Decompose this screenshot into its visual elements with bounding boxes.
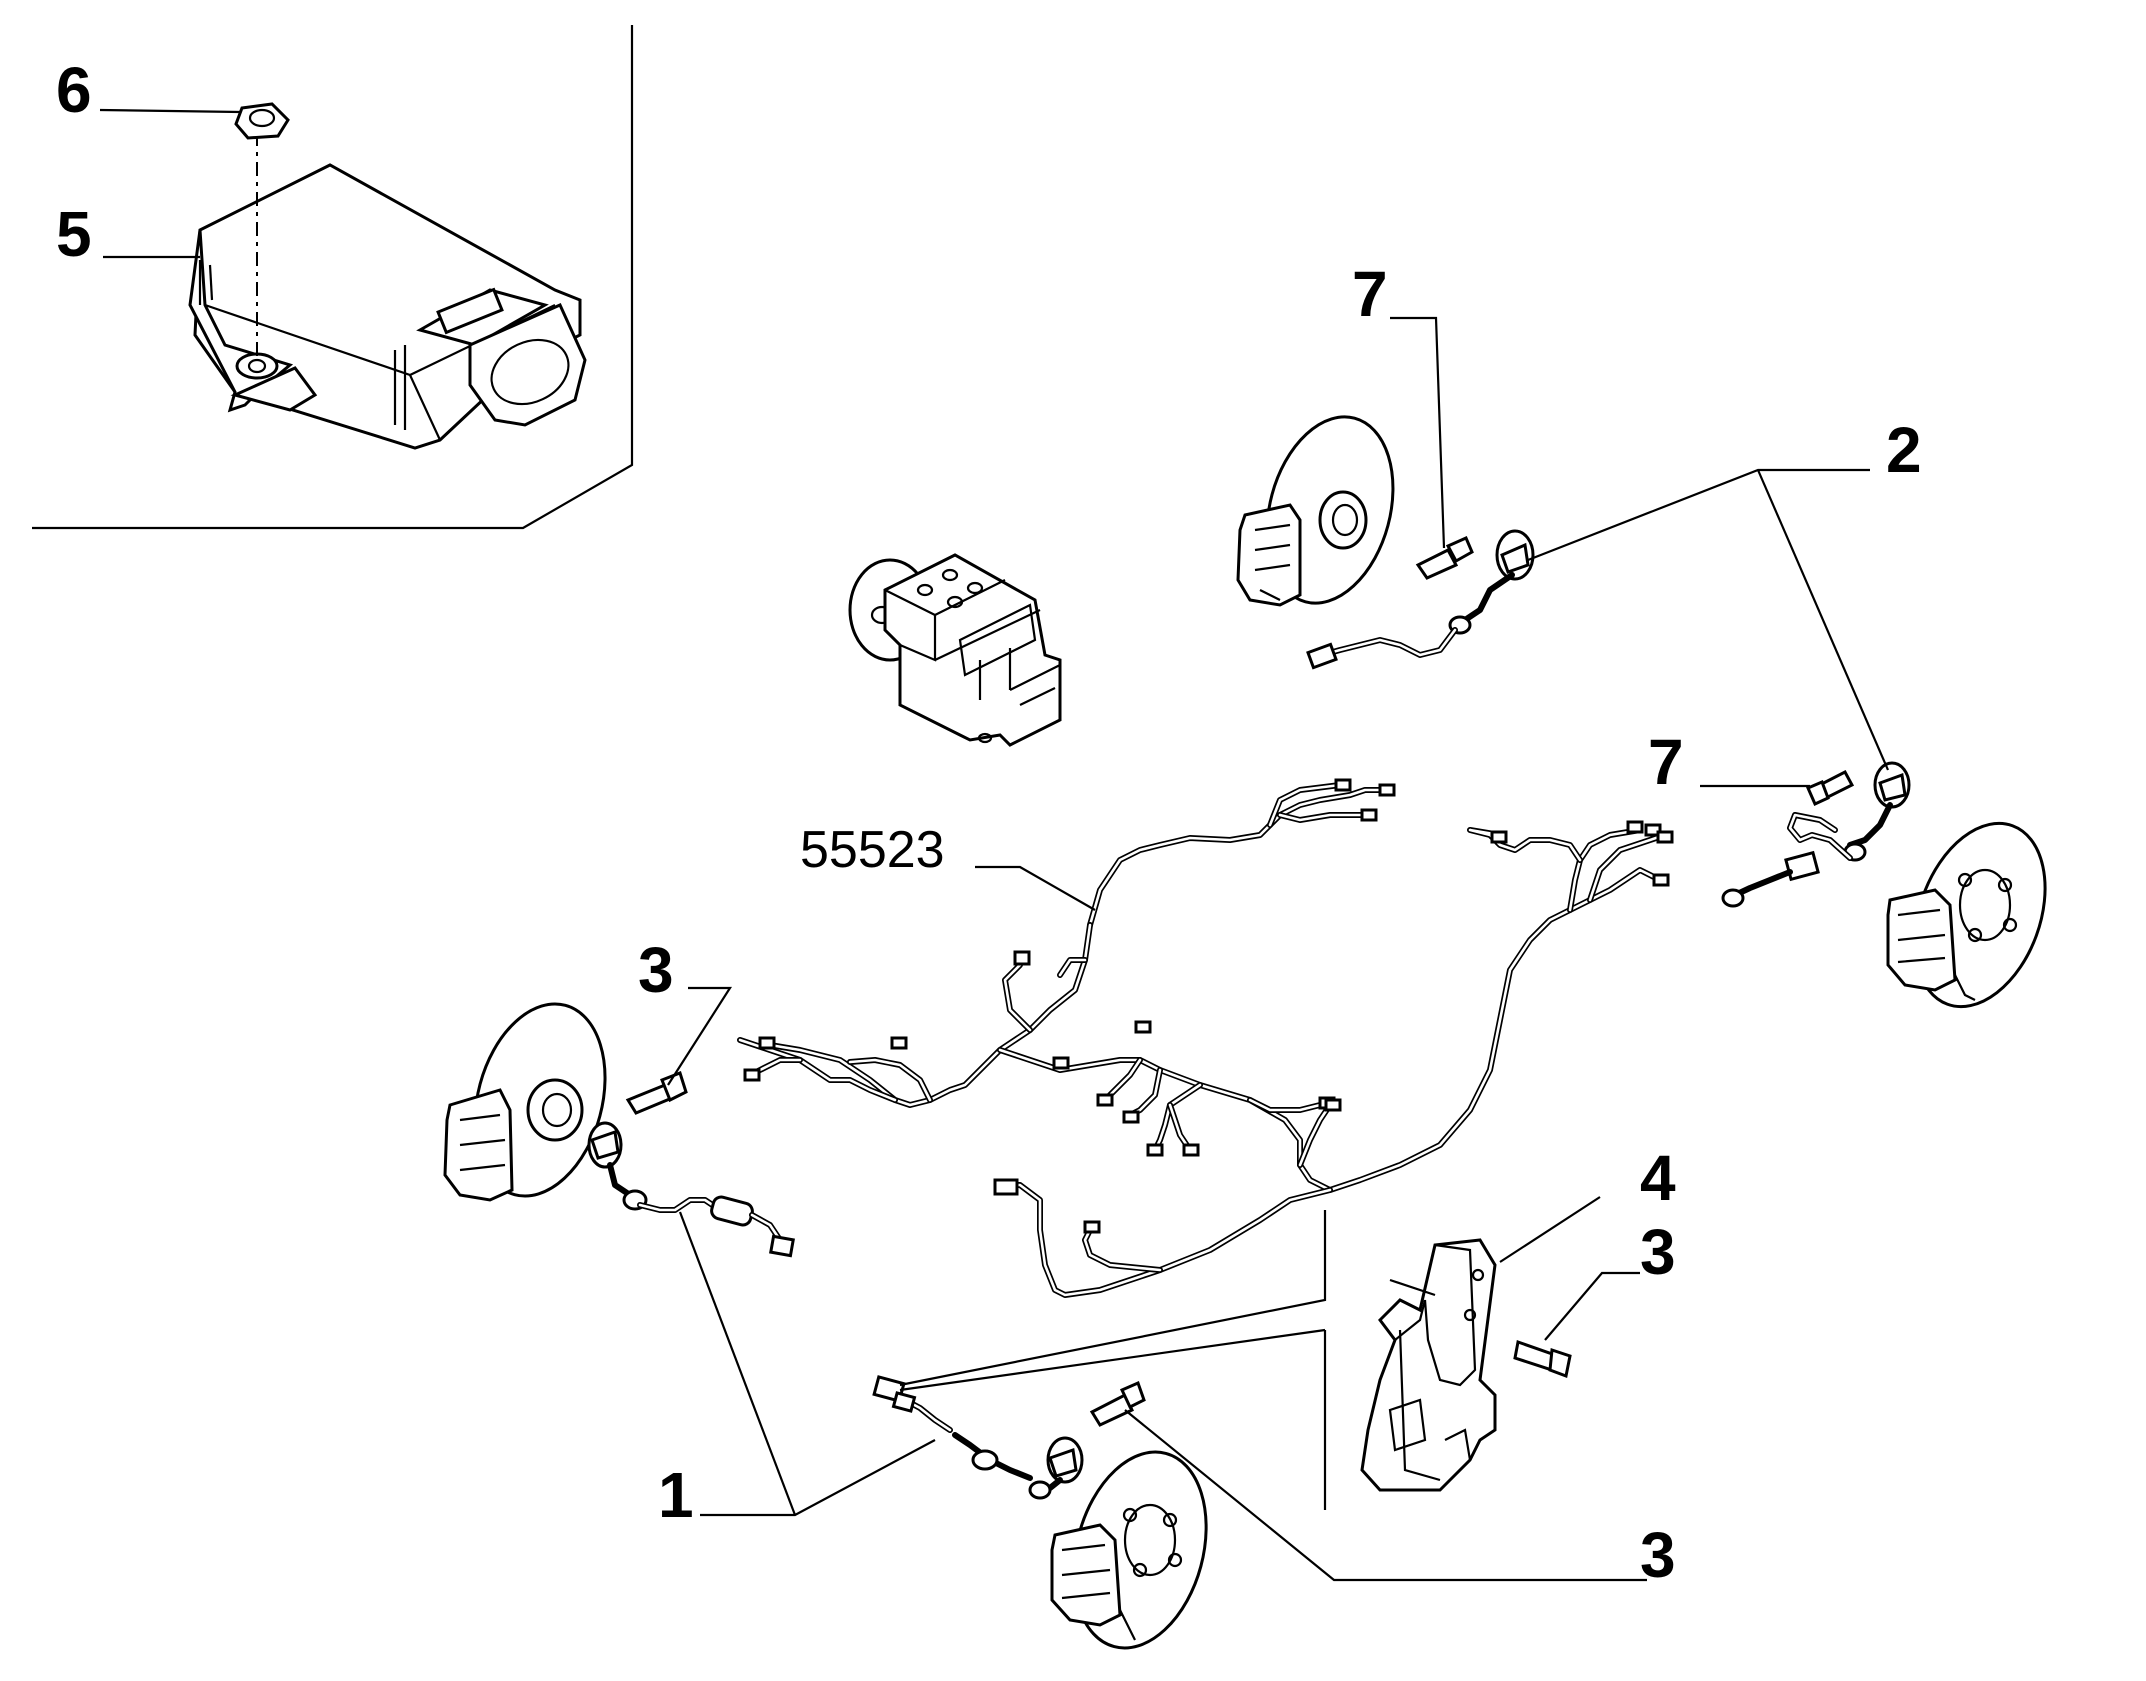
callout-1: 1 [658,1459,694,1531]
harness-connectors [743,778,1674,1234]
front-right-brake-assembly [1236,415,1395,607]
sensor-bolt-top [1415,536,1474,580]
callout-7-top: 7 [1352,258,1388,330]
leader-lines [99,108,1890,1582]
abs-control-unit [188,163,587,450]
main-wiring-harness [737,782,1668,1298]
abs-hydraulic-modulator [848,553,1062,747]
inset-frame [32,25,634,530]
front-right-wheel-speed-sensor [1306,529,1535,670]
callout-3-right: 3 [1640,1216,1676,1288]
rear-left-wheel-speed-sensor [872,1375,1084,1500]
sensor-bolt-left [625,1071,688,1115]
callout-5: 5 [56,198,92,270]
rear-left-brake-assembly [1050,1450,1208,1650]
mounting-bracket [1360,1238,1572,1492]
callout-3-left: 3 [638,934,674,1006]
rear-right-wheel-speed-sensor [1721,761,1911,908]
callout-3-bottom: 3 [1640,1519,1676,1591]
sensor-bolt-right [1806,769,1855,807]
front-left-brake-assembly [443,1002,607,1202]
callout-6: 6 [56,54,92,126]
callout-2: 2 [1886,414,1922,486]
hex-nut [234,102,290,140]
callout-7-right: 7 [1648,726,1684,798]
rear-right-brake-assembly [1886,821,2047,1009]
front-left-wheel-speed-sensor [587,1121,795,1258]
callout-4: 4 [1640,1142,1676,1214]
harness-part-number-label: 55523 [800,821,945,879]
sensor-bolt-bottom [1089,1380,1146,1427]
